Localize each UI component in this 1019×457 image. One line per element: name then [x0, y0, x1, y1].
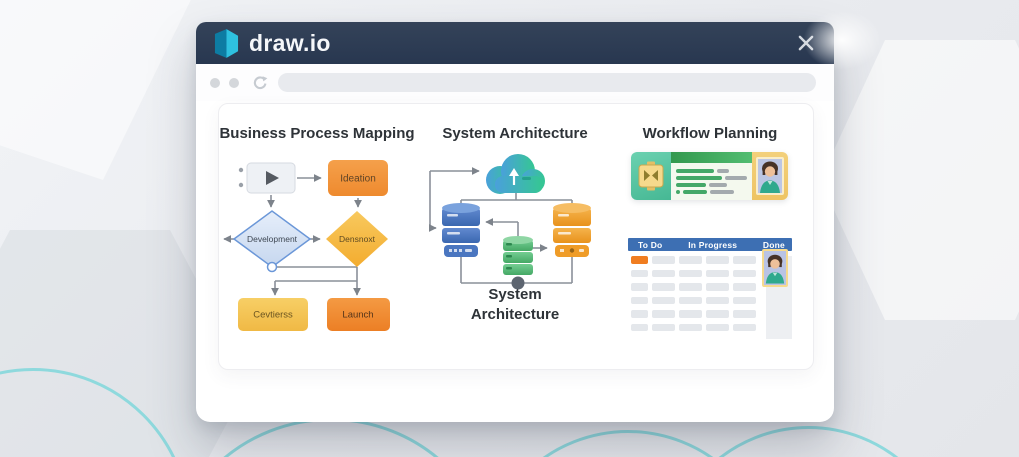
card-text-section — [670, 152, 752, 200]
decision-node: Densnoxt — [326, 211, 388, 267]
task-placeholder — [679, 283, 702, 291]
task-placeholder — [733, 310, 756, 318]
panel-heading: Business Process Mapping — [219, 125, 415, 142]
id-badge-icon — [638, 161, 664, 191]
launch-node: Launch — [327, 298, 390, 331]
task-placeholder — [733, 296, 756, 304]
text-line — [716, 169, 729, 173]
task-placeholder — [679, 296, 702, 304]
task-placeholder — [631, 269, 648, 277]
task-placeholder — [631, 310, 648, 318]
architecture-diagram — [428, 154, 591, 290]
text-line — [675, 176, 722, 180]
development-node: Development — [232, 210, 312, 268]
database-cylinder-icon-blue — [442, 203, 480, 257]
close-icon[interactable] — [796, 33, 816, 53]
database-cylinder-icon-orange — [553, 203, 591, 257]
task-placeholder — [631, 283, 648, 291]
text-line — [682, 190, 707, 194]
person-avatar-icon — [755, 157, 784, 195]
column-in-progress[interactable]: In Progress — [688, 239, 738, 250]
task-placeholder — [733, 256, 756, 264]
cloud-upload-icon — [486, 154, 545, 194]
diagram-caption: System Architecture — [470, 286, 560, 324]
start-node — [238, 162, 296, 194]
node-label: Ideation — [340, 174, 376, 185]
task-placeholder — [679, 256, 702, 264]
task-placeholder — [652, 256, 675, 264]
column-todo[interactable]: To Do — [638, 239, 663, 250]
task-placeholder — [652, 323, 675, 331]
panel-business-process-mapping: Business Process Mapping — [218, 103, 416, 368]
play-start-icon — [266, 171, 279, 185]
task-placeholder — [631, 323, 648, 331]
task-placeholder — [679, 269, 702, 277]
task-placeholder — [652, 283, 675, 291]
task-placeholder — [733, 269, 756, 277]
board-row — [628, 310, 792, 318]
node-label: Launch — [342, 310, 373, 321]
task-placeholder — [631, 296, 648, 304]
app-title: draw.io — [249, 29, 331, 56]
junction-node — [511, 276, 525, 290]
task-placeholder — [706, 310, 729, 318]
title-bar: draw.io — [196, 22, 834, 64]
text-line — [724, 176, 747, 180]
drawio-logo-icon — [214, 28, 239, 58]
panel-heading: Workflow Planning — [642, 125, 778, 142]
board-row — [628, 256, 792, 264]
kanban-board: To Do In Progress Done — [628, 238, 792, 339]
text-line — [675, 183, 706, 187]
database-cylinder-icon-green — [503, 236, 533, 275]
board-row — [628, 283, 792, 291]
window-dot-icon[interactable] — [229, 77, 239, 88]
task-placeholder — [652, 296, 675, 304]
text-line — [675, 169, 714, 173]
card-avatar-section — [751, 152, 788, 200]
panel-system-architecture: System Architecture — [425, 103, 605, 368]
text-line — [709, 190, 734, 194]
task-placeholder — [706, 283, 729, 291]
connector-point — [266, 261, 278, 273]
address-bar[interactable] — [278, 73, 816, 92]
workflow-summary-card — [631, 152, 788, 200]
card-icon-section — [631, 152, 671, 200]
review-node: Cevtierss — [238, 298, 308, 331]
bullet-dot — [675, 190, 680, 194]
column-done[interactable]: Done — [762, 239, 785, 250]
board-header: To Do In Progress Done — [628, 238, 792, 251]
panel-workflow-planning: Workflow Planning — [628, 103, 792, 368]
node-label: Development — [247, 234, 298, 244]
task-placeholder — [733, 323, 756, 331]
background-shape — [0, 0, 220, 180]
browser-chrome — [196, 64, 834, 101]
board-row — [628, 323, 792, 331]
ideation-node: Ideation — [328, 160, 388, 196]
node-label: Densnoxt — [339, 234, 376, 244]
board-row — [628, 296, 792, 304]
node-label: Cevtierss — [253, 310, 293, 321]
board-row — [628, 269, 792, 277]
task-placeholder — [652, 269, 675, 277]
text-line — [708, 183, 727, 187]
task-placeholder — [706, 296, 729, 304]
refresh-icon[interactable] — [252, 75, 268, 91]
task-placeholder — [679, 323, 702, 331]
task-highlight — [631, 256, 648, 264]
task-placeholder — [733, 283, 756, 291]
person-avatar-icon — [762, 249, 788, 287]
task-placeholder — [706, 256, 729, 264]
flowchart-diagram: Ideation Development Densnoxt Cevtierss … — [223, 160, 390, 331]
background-hexagon — [820, 40, 1019, 320]
window-dot-icon[interactable] — [210, 77, 220, 88]
panel-heading: System Architecture — [442, 125, 588, 142]
task-placeholder — [706, 323, 729, 331]
task-placeholder — [706, 269, 729, 277]
task-placeholder — [652, 310, 675, 318]
task-placeholder — [679, 310, 702, 318]
card-header-bar — [670, 152, 752, 163]
